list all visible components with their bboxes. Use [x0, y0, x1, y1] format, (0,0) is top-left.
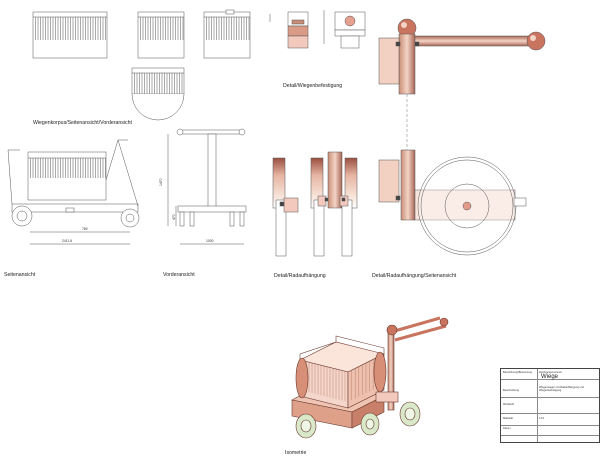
- label-isometric: Isometrie: [285, 450, 306, 456]
- dim-front-width: 1000: [206, 239, 214, 243]
- title-block-scale-value: 1:10: [539, 417, 545, 420]
- label-cradle-mount: Detail/Wiegenbefestigung: [283, 83, 342, 89]
- wagon-body-back-view: [203, 9, 251, 59]
- label-wheel-suspension-side: Detail/Radaufhängung/Seitenansicht: [372, 273, 457, 279]
- title-block-title: Wiege: [541, 374, 559, 380]
- wagon-side-view: [7, 139, 140, 245]
- isometric-view: [291, 316, 449, 439]
- dim-front-lower: 470: [172, 214, 176, 220]
- title-block-header-right: Zeichnungsnummer: [539, 371, 562, 374]
- dim-front-height: 1470: [159, 178, 163, 186]
- wheel-suspension-detail: [272, 151, 358, 257]
- title-block-desc-text: Wiegenwagen mit Radaufhängung und Wiegen…: [539, 386, 584, 392]
- cradle-mount-detail: [269, 10, 366, 49]
- title-block-date-label: Datum: [503, 427, 511, 430]
- wagon-body-front-view: [137, 11, 185, 59]
- title-block-material-label: Werkstoff: [503, 403, 514, 406]
- wagon-body-cradle-view: [131, 67, 185, 121]
- label-side-view: Seitenansicht: [4, 272, 36, 278]
- dim-side-a: 780: [82, 227, 88, 231]
- title-block: Bezeichnung/Benennung Zeichnungsnummer W…: [500, 368, 600, 443]
- label-wheel-suspension: Detail/Radaufhängung: [274, 273, 326, 279]
- title-block-scale-label: Maßstab: [503, 417, 514, 420]
- handle-detail: [378, 18, 546, 170]
- wagon-front-view: [167, 128, 247, 245]
- label-front-view: Vorderansicht: [163, 272, 195, 278]
- wagon-body-side-view: [32, 11, 108, 59]
- label-wagon-body: Wiegenkorpus/Seitenansicht/Vorderansicht: [33, 120, 132, 126]
- wheel-suspension-side-view: [378, 149, 527, 256]
- title-block-desc-label: Beschreibung: [503, 389, 519, 392]
- title-block-header-left: Bezeichnung/Benennung: [503, 371, 532, 374]
- dim-side-b: 2411.6: [62, 239, 72, 243]
